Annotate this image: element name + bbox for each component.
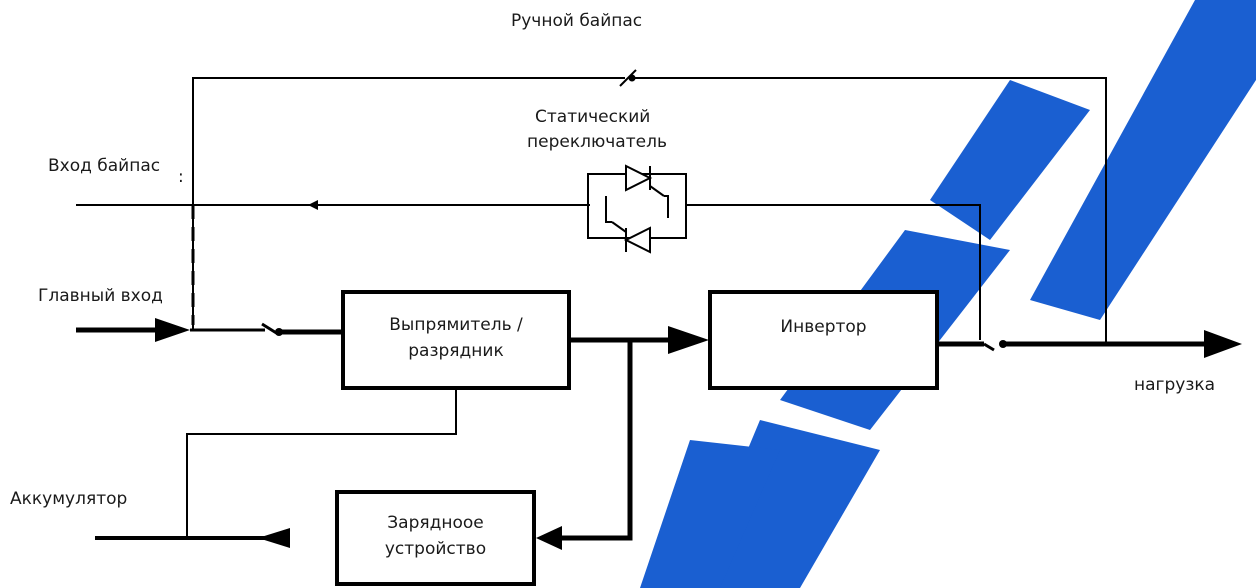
charger-block	[335, 490, 536, 586]
wiring	[76, 69, 1208, 541]
static-switch-label-2: переключатель	[527, 132, 667, 152]
watermark-stroke-5	[640, 440, 780, 588]
rectifier-block	[341, 290, 571, 390]
inverter-block	[708, 290, 939, 390]
charger-label-line2: устройство	[384, 539, 487, 559]
dc-bus-arrow	[668, 326, 709, 354]
thyristor-lower-lead	[605, 196, 612, 223]
inverter-label-text: Инвертор	[780, 317, 867, 337]
rectifier-battery-line	[186, 388, 457, 538]
bypass-input-label: Вход байпас	[48, 156, 161, 176]
arrows	[155, 74, 1242, 550]
static-switch-output	[686, 204, 981, 340]
main-input-label: Главный вход	[38, 286, 163, 306]
thyristor-upper	[625, 164, 653, 192]
battery-arrow	[258, 528, 290, 548]
dc-bus-to-charger	[558, 340, 633, 541]
static-switch-symbol	[587, 164, 687, 254]
main-input-contact	[275, 328, 283, 336]
output-contact	[999, 340, 1007, 348]
thyristor-upper-gate	[649, 185, 665, 197]
rectifier-label-line2: разрядник	[408, 341, 504, 361]
charger-input-arrow	[536, 526, 562, 550]
thyristor-lower	[623, 226, 651, 254]
battery-label: Аккумулятор	[10, 489, 128, 509]
charger-label-line1: Зарядноое	[387, 513, 484, 533]
bypass-dot-mark: :	[178, 167, 184, 187]
load-arrow	[1204, 330, 1242, 358]
manual-bypass-label: Ручной байпас	[511, 11, 643, 31]
manual-bypass-switch-blade	[619, 69, 637, 87]
manual-bypass-return	[632, 77, 1107, 342]
charger-label: Зарядноое устройство	[337, 510, 534, 562]
load-label: нагрузка	[1134, 375, 1216, 395]
manual-bypass-contact	[628, 74, 636, 82]
bypass-small-arrow	[308, 200, 318, 210]
thyristor-lower-gate	[611, 221, 627, 233]
blocks	[335, 290, 939, 586]
manual-bypass-line	[192, 77, 625, 330]
rectifier-label-line1: Выпрямитель /	[389, 315, 523, 335]
thyristor-upper-lead	[664, 195, 669, 218]
rectifier-label: Выпрямитель / разрядник	[343, 312, 569, 364]
main-input-arrow	[155, 318, 190, 342]
output-switch-blade	[983, 342, 995, 352]
inverter-label: Инвертор	[710, 314, 937, 340]
static-switch-label-1: Статический	[535, 107, 651, 127]
watermark-stroke-2	[930, 80, 1090, 240]
watermark-stroke-1	[1030, 0, 1256, 320]
